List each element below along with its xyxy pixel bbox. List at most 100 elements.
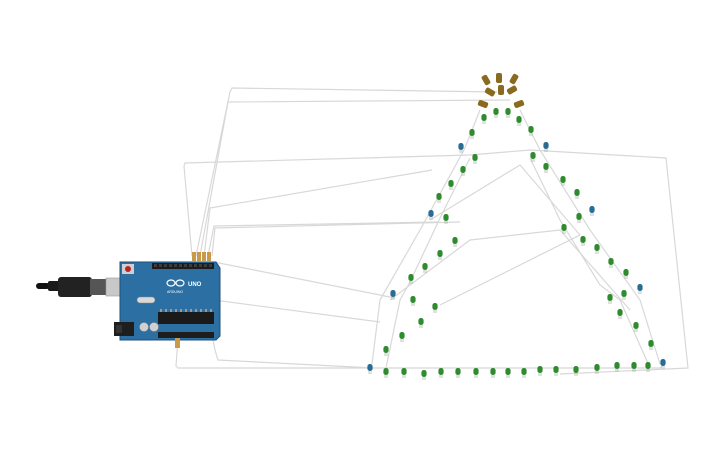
led-green[interactable] [460, 166, 466, 176]
led-green[interactable] [410, 296, 416, 306]
led-green[interactable] [493, 108, 499, 118]
led-blue[interactable] [660, 359, 666, 369]
led-blue[interactable] [543, 142, 549, 152]
led-green[interactable] [594, 364, 600, 374]
tree-leds [367, 108, 666, 380]
led-green[interactable] [594, 244, 600, 254]
led-green[interactable] [418, 318, 424, 328]
wire[interactable] [183, 149, 689, 375]
wire[interactable] [211, 221, 461, 257]
led-star[interactable] [484, 87, 496, 97]
wire[interactable] [211, 333, 375, 369]
capacitor [139, 322, 149, 332]
led-star[interactable] [509, 73, 519, 85]
led-blue[interactable] [390, 290, 396, 300]
led-green[interactable] [436, 193, 442, 203]
board-brand-label: UNO [188, 282, 202, 288]
led-green[interactable] [553, 366, 559, 376]
led-green[interactable] [631, 362, 637, 372]
led-green[interactable] [473, 368, 479, 378]
resistor[interactable] [175, 338, 180, 348]
led-green[interactable] [408, 274, 414, 284]
led-green[interactable] [621, 290, 627, 300]
power-jack-icon[interactable] [114, 322, 134, 336]
wire-group [175, 87, 689, 375]
board-logo-caption: ARDUINO [167, 290, 183, 294]
led-star[interactable] [498, 85, 504, 95]
led-green[interactable] [438, 368, 444, 378]
led-green[interactable] [452, 237, 458, 247]
led-green[interactable] [469, 129, 475, 139]
led-green[interactable] [505, 108, 511, 118]
led-green[interactable] [623, 269, 629, 279]
led-green[interactable] [528, 126, 534, 136]
led-blue[interactable] [367, 364, 373, 374]
arduino-infinity-icon [166, 279, 185, 287]
led-green[interactable] [490, 368, 496, 378]
header-top-pins [154, 264, 212, 267]
led-green[interactable] [543, 163, 549, 173]
led-green[interactable] [422, 263, 428, 273]
led-blue[interactable] [589, 206, 595, 216]
led-green[interactable] [443, 214, 449, 224]
led-green[interactable] [472, 154, 478, 164]
wire[interactable] [529, 157, 651, 369]
led-green[interactable] [437, 250, 443, 260]
led-star[interactable] [513, 99, 525, 108]
led-green[interactable] [537, 366, 543, 376]
led-green[interactable] [521, 368, 527, 378]
wire[interactable] [371, 109, 481, 365]
led-star[interactable] [496, 73, 502, 83]
led-star[interactable] [481, 74, 491, 86]
led-green[interactable] [481, 114, 487, 124]
wire[interactable] [195, 87, 498, 257]
wire[interactable] [199, 99, 511, 257]
microcontroller-chip [158, 312, 214, 324]
led-blue[interactable] [458, 143, 464, 153]
arduino-uno-board[interactable]: UNO ARDUINO [36, 252, 221, 348]
led-star[interactable] [506, 85, 518, 95]
wire[interactable] [203, 169, 433, 257]
led-green[interactable] [560, 176, 566, 186]
wire[interactable] [175, 337, 665, 369]
led-green[interactable] [505, 368, 511, 378]
led-green[interactable] [530, 152, 536, 162]
led-blue[interactable] [428, 210, 434, 220]
crystal-oscillator [136, 296, 156, 304]
wire[interactable] [213, 261, 396, 299]
led-green[interactable] [617, 309, 623, 319]
led-green[interactable] [421, 370, 427, 380]
led-green[interactable] [645, 362, 651, 372]
led-green[interactable] [608, 258, 614, 268]
led-green[interactable] [633, 322, 639, 332]
led-green[interactable] [580, 236, 586, 246]
wire[interactable] [389, 229, 631, 311]
led-green[interactable] [607, 294, 613, 304]
reset-button-icon[interactable] [122, 264, 134, 274]
wire[interactable] [207, 221, 439, 257]
led-green[interactable] [561, 224, 567, 234]
led-green[interactable] [574, 189, 580, 199]
led-green[interactable] [399, 332, 405, 342]
wire[interactable] [385, 157, 471, 369]
usb-cable-icon[interactable] [36, 277, 135, 297]
led-blue[interactable] [637, 284, 643, 294]
led-green[interactable] [576, 213, 582, 223]
led-green[interactable] [383, 368, 389, 378]
wire[interactable] [519, 109, 661, 365]
wire[interactable] [429, 164, 581, 306]
led-star[interactable] [477, 99, 489, 108]
led-green[interactable] [455, 368, 461, 378]
led-green[interactable] [516, 116, 522, 126]
led-green[interactable] [383, 346, 389, 356]
star-leds [477, 73, 525, 108]
led-green[interactable] [432, 303, 438, 313]
led-green[interactable] [573, 366, 579, 376]
resistor-pack[interactable] [192, 252, 211, 262]
led-green[interactable] [448, 180, 454, 190]
wire[interactable] [213, 299, 381, 323]
led-green[interactable] [648, 340, 654, 350]
led-green[interactable] [614, 362, 620, 372]
led-green[interactable] [401, 368, 407, 378]
